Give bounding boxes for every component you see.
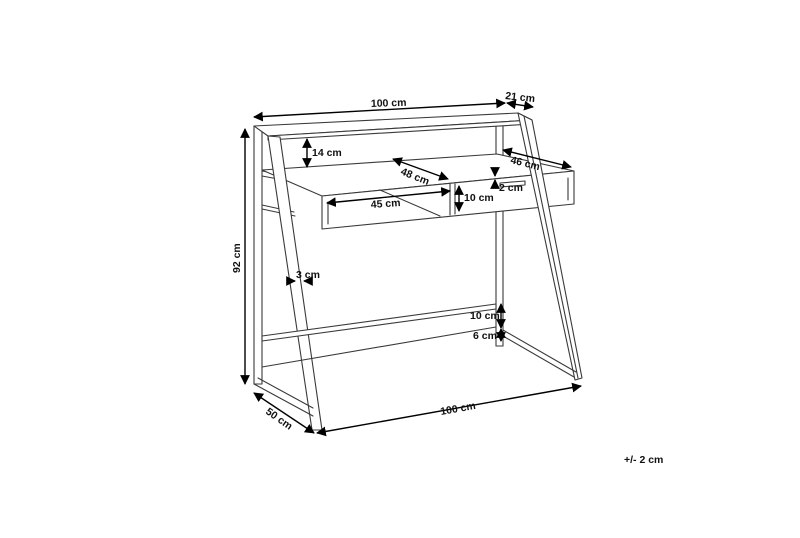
top-shelf: [253, 112, 533, 141]
tolerance-note: +/- 2 cm: [624, 454, 664, 466]
rear-left-leg: [253, 125, 263, 385]
label-crossbar-height: 10 cm: [470, 310, 500, 322]
label-leg-thickness: 3 cm: [296, 269, 320, 281]
dim-arrow-drawer-depth: [392, 157, 449, 181]
label-drawer-height: 10 cm: [464, 192, 494, 204]
dim-arrow-shelf-depth: [506, 99, 534, 111]
dim-arrow-desk-depth: [502, 147, 572, 170]
dim-arrow-base-width: [316, 382, 582, 437]
base-right-rail: [502, 329, 577, 373]
label-shelf-height: 14 cm: [312, 147, 342, 159]
base-rear-rail: [261, 326, 497, 368]
front-right-leg: [517, 112, 583, 381]
label-total-height: 92 cm: [231, 243, 243, 273]
label-handle-height: 2 cm: [499, 182, 523, 194]
label-shelf-depth: 21 cm: [505, 90, 536, 105]
dim-arrow-drawer-width: [326, 186, 451, 208]
label-top-width: 100 cm: [371, 97, 407, 110]
label-crossbar-clearance: 6 cm: [473, 330, 497, 342]
dim-arrow-base-depth: [253, 392, 315, 434]
dim-arrow-top-width: [253, 98, 506, 122]
label-base-width: 100 cm: [439, 400, 476, 418]
dimension-arrows: [240, 98, 582, 437]
label-drawer-width: 45 cm: [370, 197, 401, 211]
drawer-handle: [499, 180, 526, 188]
rear-crossbar: [261, 303, 497, 342]
base-left-rail: [253, 383, 314, 417]
